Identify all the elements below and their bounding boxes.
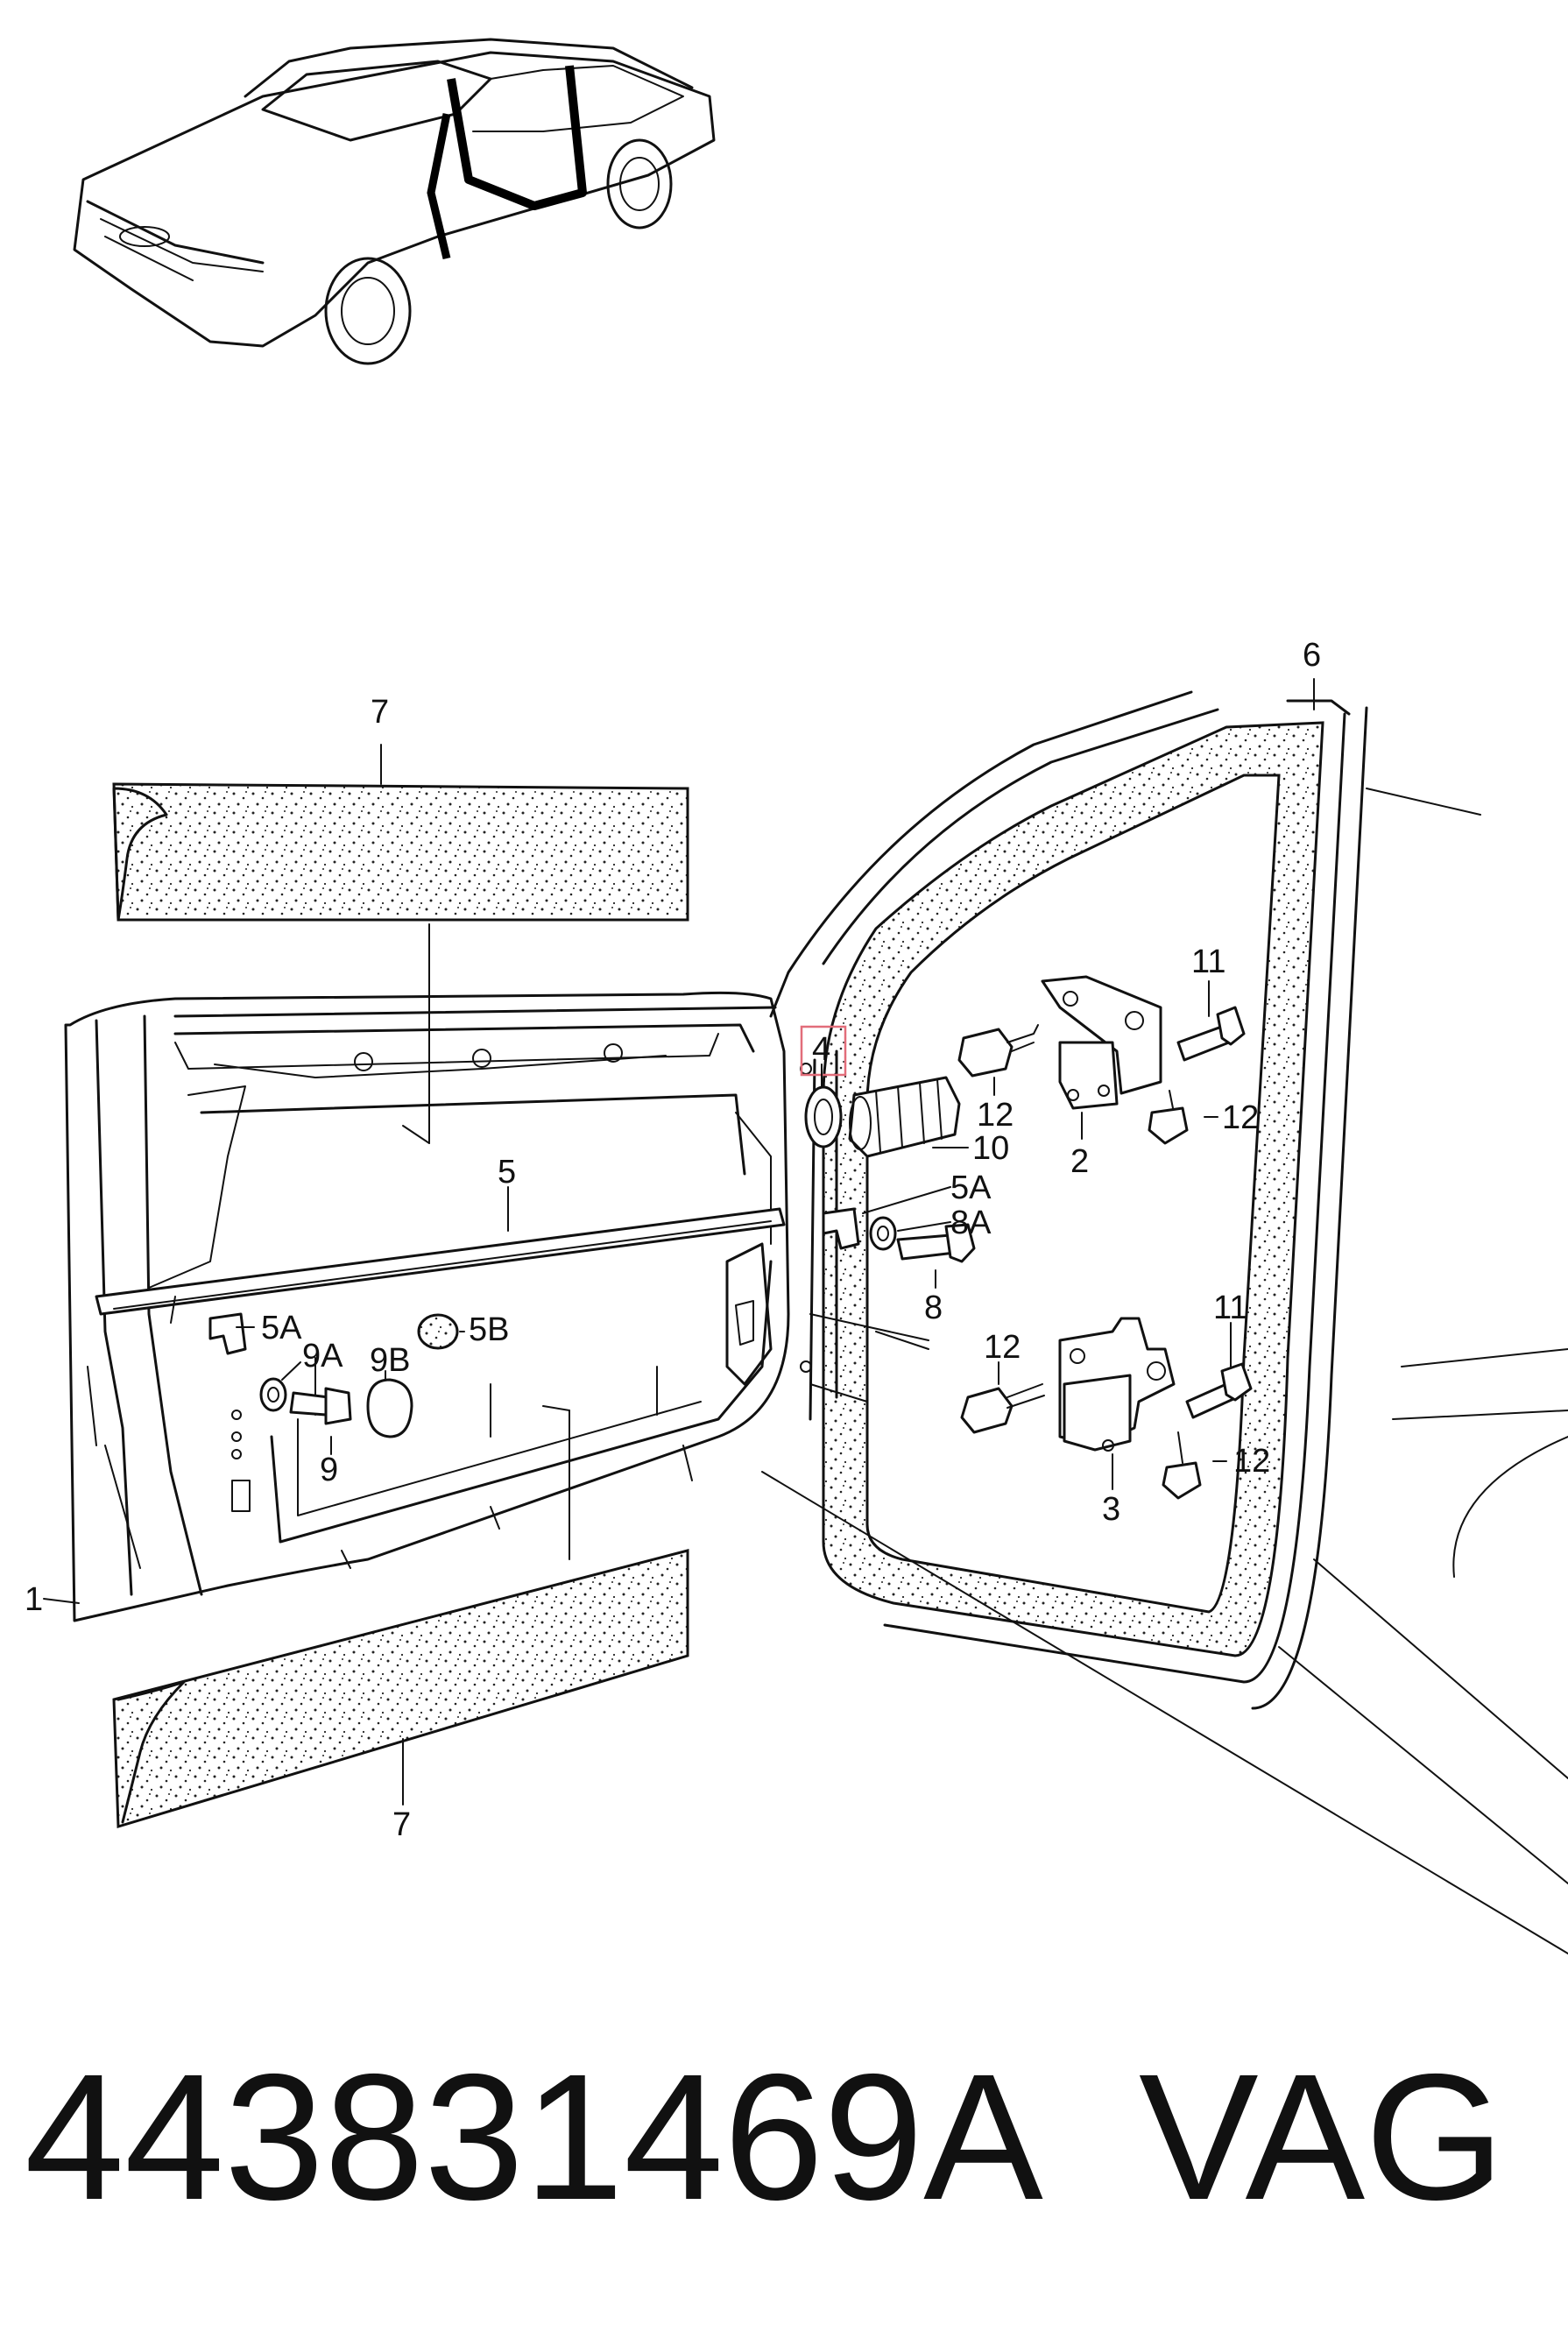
callout-4: 4 bbox=[812, 1031, 830, 1068]
bolt-12-lower-right bbox=[1162, 1431, 1202, 1500]
washer-9a bbox=[259, 1377, 287, 1412]
bolt-12-upper-right bbox=[1148, 1090, 1189, 1145]
highlight-box-4 bbox=[800, 1025, 847, 1077]
car-overview-illustration bbox=[73, 38, 716, 365]
bolt-11-upper bbox=[1176, 1006, 1246, 1062]
bolt-12-lower-left bbox=[960, 1383, 1045, 1434]
plug-5b bbox=[417, 1313, 459, 1350]
clip-5a-lower bbox=[208, 1312, 247, 1355]
callout-12-top-a: 12 bbox=[977, 1097, 1014, 1134]
callout-8: 8 bbox=[924, 1290, 943, 1326]
leader-lines bbox=[43, 678, 1315, 1805]
callout-9a: 9A bbox=[302, 1338, 343, 1374]
callout-8a: 8A bbox=[950, 1205, 992, 1241]
window-channel-strip bbox=[95, 1207, 786, 1324]
upper-hinge bbox=[1041, 975, 1162, 1110]
callout-5: 5 bbox=[498, 1154, 516, 1191]
callout-12-bottom-b: 12 bbox=[1233, 1443, 1270, 1480]
callout-11-bottom: 11 bbox=[1213, 1290, 1247, 1326]
callout-2: 2 bbox=[1070, 1143, 1089, 1180]
body-door-opening bbox=[761, 690, 1568, 1954]
callout-5a-top: 5A bbox=[950, 1170, 992, 1206]
callout-10: 10 bbox=[972, 1130, 1009, 1167]
callout-7-bottom: 7 bbox=[392, 1806, 411, 1843]
callout-11-top: 11 bbox=[1191, 943, 1225, 980]
grommet-10 bbox=[848, 1076, 961, 1158]
washer-8a bbox=[869, 1216, 897, 1251]
callout-9b: 9B bbox=[370, 1342, 410, 1379]
lower-hinge bbox=[1058, 1317, 1176, 1452]
bolt-11-lower bbox=[1185, 1362, 1253, 1419]
seal-4 bbox=[804, 1085, 843, 1148]
bolt-8 bbox=[896, 1223, 976, 1263]
cap-9b bbox=[366, 1378, 413, 1438]
part-number: 443831469A bbox=[25, 2037, 1043, 2237]
bolt-9 bbox=[289, 1387, 352, 1425]
insulation-panel-top bbox=[112, 782, 689, 922]
callout-9: 9 bbox=[320, 1452, 338, 1488]
callout-5b: 5B bbox=[469, 1311, 509, 1348]
brand-name: VAG bbox=[1139, 2037, 1505, 2237]
callout-12-bottom-a: 12 bbox=[984, 1329, 1021, 1366]
callout-5a-left: 5A bbox=[261, 1310, 302, 1346]
callout-3: 3 bbox=[1102, 1491, 1120, 1528]
callout-7-top: 7 bbox=[371, 694, 389, 731]
callout-labels: 6 7 7 11 4 12 12 10 2 5 5A 8A 8 11 5A 5B… bbox=[25, 637, 1321, 1843]
door-shell bbox=[64, 991, 929, 1622]
callout-12-top-b: 12 bbox=[1222, 1099, 1259, 1136]
callout-1: 1 bbox=[25, 1581, 43, 1618]
clip-5a-upper bbox=[822, 1207, 860, 1250]
insulation-panel-bottom bbox=[112, 1549, 689, 1828]
callout-6: 6 bbox=[1303, 637, 1321, 674]
bolt-12-upper-left bbox=[957, 1024, 1039, 1078]
